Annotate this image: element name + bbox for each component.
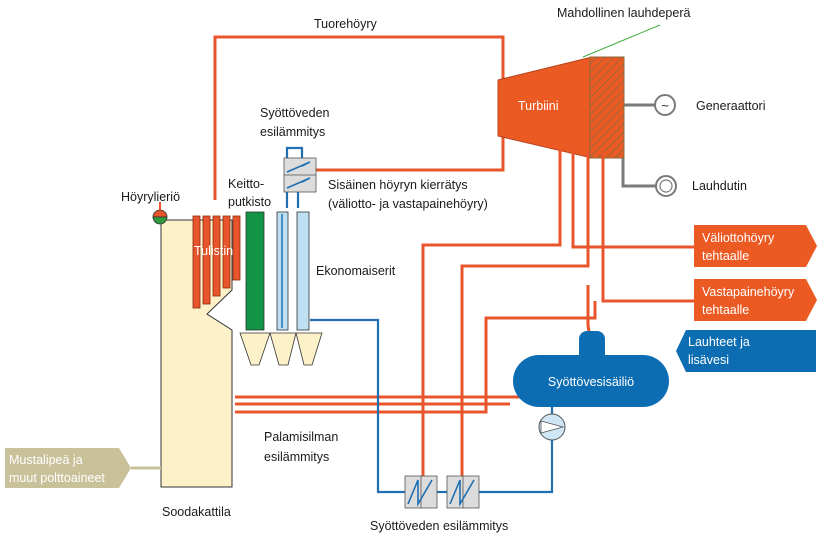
feedwater-pump: [538, 413, 566, 441]
label-superheater: Tulistin: [194, 244, 233, 258]
label-steam-drum: Höyrylieriö: [121, 190, 180, 204]
label-generating-bank-1: Keitto-: [228, 177, 264, 191]
label-extraction-2: tehtaalle: [702, 249, 749, 263]
label-economizers: Ekonomaiserit: [316, 264, 396, 278]
label-air-preheat-2: esilämmitys: [264, 450, 329, 464]
ash-hoppers: [239, 332, 323, 366]
label-recovery-boiler: Soodakattila: [162, 505, 231, 519]
label-generator: Generaattori: [696, 99, 765, 113]
label-feedwater-tank: Syöttövesisäiliö: [548, 375, 634, 389]
label-condensing-tail: Mahdollinen lauhdeperä: [557, 6, 690, 20]
turbine-group: ~: [497, 24, 677, 197]
live-steam-line: [213, 35, 505, 200]
label-extraction-1: Väliottohöyry: [702, 231, 775, 245]
feedwater-tank: [513, 331, 669, 407]
label-internal-recirc-1: Sisäinen höyryn kierrätys: [328, 178, 468, 192]
backpressure-steam-arrow: [694, 279, 817, 321]
extraction-steam-arrow: [694, 225, 817, 267]
label-internal-recirc-2: (väliotto- ja vastapainehöyry): [328, 197, 488, 211]
condenser-symbol: [655, 175, 677, 197]
label-generating-bank-2: putkisto: [228, 195, 271, 209]
condensing-tail-hatched: [589, 56, 625, 159]
feedwater-preheater-2: [446, 475, 480, 509]
label-fuel-2: muut polttoaineet: [9, 471, 105, 485]
fuel-input-arrow: [5, 448, 131, 488]
generator-tilde: ~: [661, 98, 669, 113]
generating-bank: [245, 211, 265, 331]
feedwater-preheater-top: [283, 157, 317, 193]
economizers: [276, 211, 310, 331]
generator-symbol: [654, 94, 676, 116]
label-turbine: Turbiini: [518, 99, 559, 113]
label-fuel-1: Mustalipeä ja: [9, 453, 83, 467]
steam-drum: [152, 209, 168, 218]
label-condensate-2: lisävesi: [688, 353, 729, 367]
condensing-tail-pointer: [582, 24, 661, 58]
label-fw-preheat-top-1: Syöttöveden: [260, 106, 330, 120]
label-fw-preheat-bottom: Syöttöveden esilämmitys: [370, 519, 508, 533]
label-condensate-1: Lauhteet ja: [688, 335, 750, 349]
label-condenser: Lauhdutin: [692, 179, 747, 193]
label-backpressure-2: tehtaalle: [702, 303, 749, 317]
label-air-preheat-1: Palamisilman: [264, 430, 338, 444]
label-live-steam: Tuorehöyry: [314, 17, 378, 31]
extraction-steam-lines: [235, 150, 705, 477]
condensate-input-arrow: [676, 330, 816, 372]
feedwater-preheater-1: [404, 475, 438, 509]
label-backpressure-1: Vastapainehöyry: [702, 285, 795, 299]
superheater: [192, 215, 241, 309]
label-fw-preheat-top-2: esilämmitys: [260, 125, 325, 139]
